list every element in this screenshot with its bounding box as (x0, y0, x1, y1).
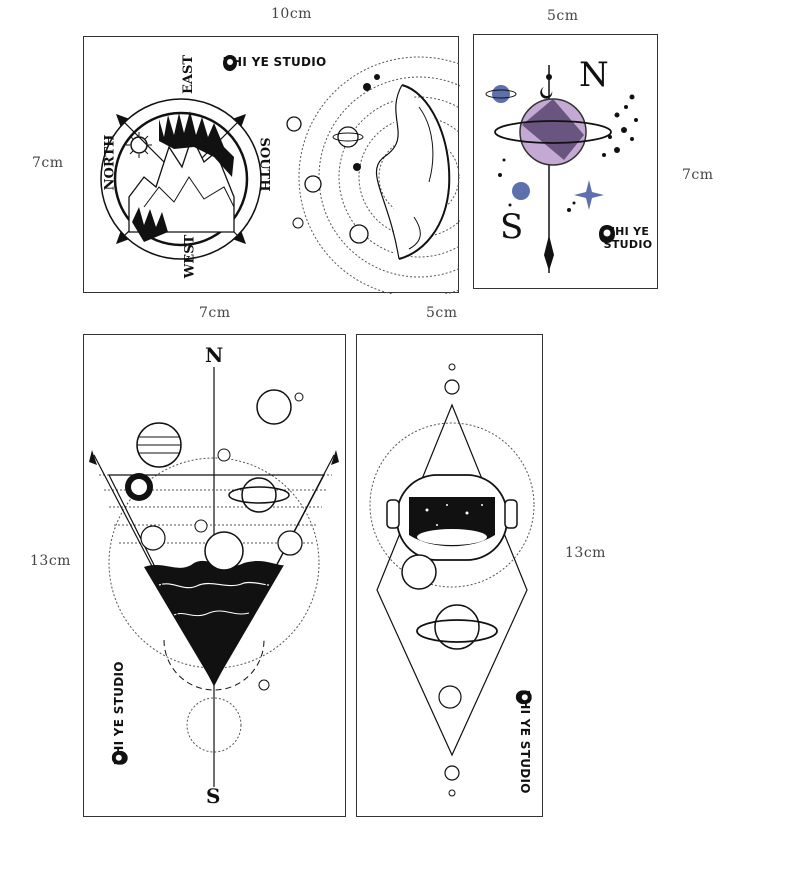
compass-solar-artwork (100, 56, 460, 294)
tattoo-card-compass-solar[interactable]: NORTH EAST SOUTH WEST ZHI YE STUDIO (83, 36, 460, 294)
label-west: WEST (182, 234, 198, 279)
color-planet-artwork (485, 65, 638, 273)
dim-card3-height: 13cm (30, 553, 71, 569)
brand-logo-card3: ZHI YE STUDIO (111, 661, 128, 765)
brand-name: ZHI YE STUDIO (111, 661, 126, 765)
triangle-planets-artwork (89, 367, 339, 787)
dim-card1-width: 10cm (271, 6, 312, 22)
buddha-logo-icon (111, 750, 128, 765)
brand-line1: ZHI YE (606, 225, 650, 238)
brand-name: ZHI YE STUDIO (223, 55, 327, 69)
buddha-logo-icon (223, 55, 237, 71)
brand-line2: STUDIO (603, 238, 653, 251)
letter-north: N (205, 343, 224, 367)
buddha-logo-icon (515, 690, 532, 705)
label-east: EAST (181, 54, 197, 95)
tattoo-card-color-planet[interactable]: N S ZHI YE STUDIO (473, 34, 658, 289)
dim-card2-height: 7cm (682, 167, 714, 183)
letter-south: S (500, 207, 524, 247)
label-north: NORTH (102, 134, 118, 191)
astronaut-artwork (369, 363, 535, 797)
dim-card1-height: 7cm (32, 155, 64, 171)
letter-north: N (579, 55, 609, 95)
brand-logo-card1: ZHI YE STUDIO (223, 55, 327, 71)
letter-south: S (206, 784, 221, 808)
buddha-logo-icon (599, 225, 615, 243)
brand-name: ZHI YE STUDIO (517, 690, 532, 794)
tattoo-card-astronaut[interactable]: ZHI YE STUDIO (356, 334, 543, 817)
dim-card4-width: 5cm (426, 305, 458, 321)
label-south: SOUTH (256, 137, 272, 192)
tattoo-card-triangle-planets[interactable]: N S ZHI YE STUDIO (83, 334, 346, 817)
brand-logo-card2: ZHI YE STUDIO (599, 225, 657, 251)
brand-logo-card4: ZHI YE STUDIO (515, 690, 532, 794)
dim-card2-width: 5cm (547, 8, 579, 24)
dim-card3-width: 7cm (199, 305, 231, 321)
dim-card4-height: 13cm (565, 545, 606, 561)
